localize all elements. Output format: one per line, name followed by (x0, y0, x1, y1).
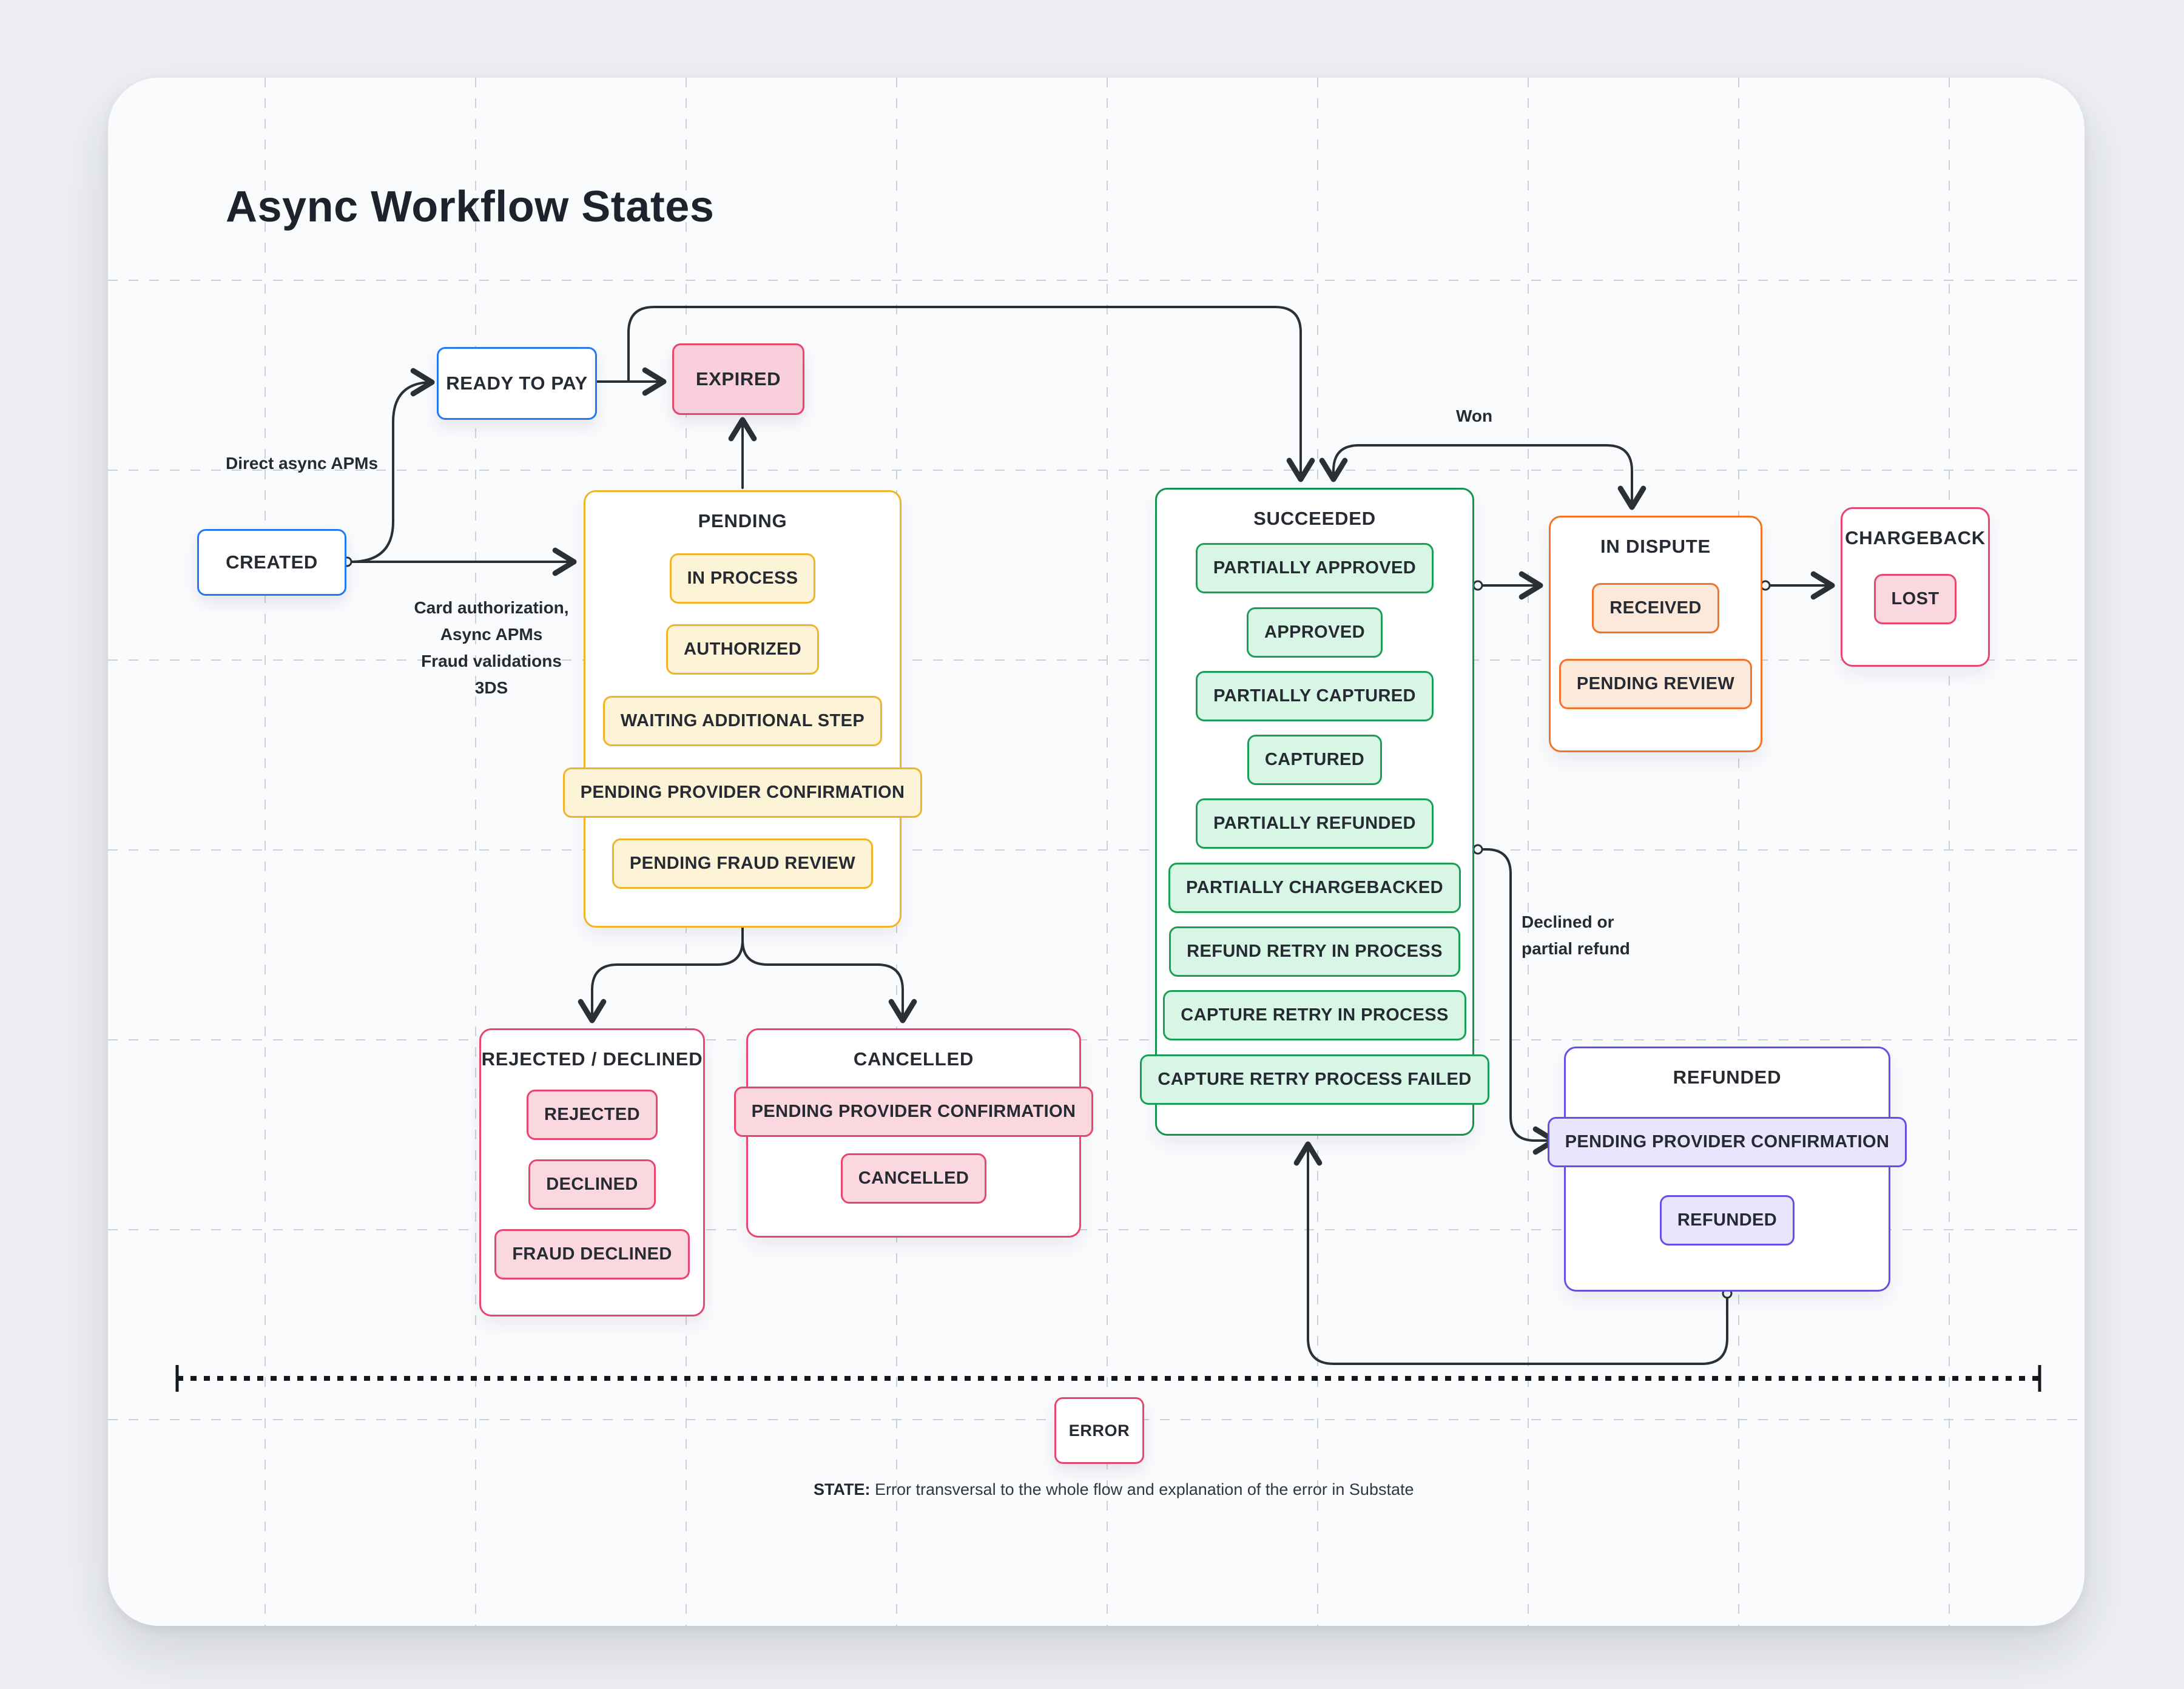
group-rejected-declined: REJECTED / DECLINED REJECTED DECLINED FR… (479, 1028, 705, 1316)
state-authorized: AUTHORIZED (666, 624, 820, 675)
state-lost: LOST (1873, 574, 1957, 624)
group-chargeback-title: CHARGEBACK (1845, 527, 1986, 548)
dot-succeeded-right (1472, 580, 1483, 591)
state-partially-refunded: PARTIALLY REFUNDED (1196, 798, 1434, 849)
state-received: RECEIVED (1592, 583, 1719, 633)
state-pending-review: PENDING REVIEW (1559, 659, 1753, 709)
state-approved: APPROVED (1247, 607, 1383, 658)
group-chargeback-items: LOST (1853, 549, 1977, 649)
state-cancelled: CANCELLED (840, 1153, 987, 1204)
label-card-authorization: Card authorization, (414, 598, 569, 617)
state-ready-to-pay: READY TO PAY (437, 347, 597, 420)
state-refunded: REFUNDED (1659, 1195, 1795, 1246)
group-rejected-declined-title: REJECTED / DECLINED (481, 1048, 703, 1070)
label-won: Won (1456, 406, 1493, 425)
group-in-dispute-items: RECEIVED PENDING REVIEW (1559, 558, 1753, 735)
edge-created-readytopay (349, 368, 435, 563)
group-succeeded: SUCCEEDED PARTIALLY APPROVED APPROVED PA… (1140, 488, 1489, 1136)
label-partial-refund: partial refund (1522, 939, 1630, 958)
group-pending-title: PENDING (698, 510, 787, 531)
state-refund-retry-in-process: REFUND RETRY IN PROCESS (1169, 926, 1460, 977)
state-expired-label: EXPIRED (695, 368, 781, 389)
edge-pending-cancelled (741, 926, 917, 1023)
state-pending-provider-confirmation: PENDING PROVIDER CONFIRMATION (562, 767, 923, 818)
state-partially-captured: PARTIALLY CAPTURED (1196, 670, 1434, 721)
edge-refunded-succeeded (1293, 1141, 1728, 1365)
group-pending: PENDING IN PROCESS AUTHORIZED WAITING AD… (562, 490, 923, 928)
label-declined-or: Declined or (1522, 912, 1614, 931)
grid (108, 78, 2085, 1626)
edge-won (1319, 444, 1646, 510)
group-cancelled-title: CANCELLED (853, 1048, 974, 1070)
label-async-apms: Async APMs (440, 625, 543, 644)
state-partially-approved: PARTIALLY APPROVED (1195, 543, 1434, 594)
state-expired: EXPIRED (672, 343, 804, 415)
group-chargeback: CHARGEBACK LOST (1841, 507, 1990, 667)
state-capture-retry-in-process: CAPTURE RETRY IN PROCESS (1163, 990, 1466, 1041)
label-declined-or-partial-refund: Declined or partial refund (1522, 909, 1630, 962)
state-capture-retry-process-failed: CAPTURE RETRY PROCESS FAILED (1140, 1054, 1489, 1105)
dot-succeeded-refund (1472, 844, 1483, 855)
dot-indispute-right (1760, 580, 1771, 591)
state-waiting-additional-step: WAITING ADDITIONAL STEP (602, 695, 883, 746)
state-rejected: REJECTED (527, 1090, 658, 1140)
state-pending-fraud-review: PENDING FRAUD REVIEW (612, 838, 874, 889)
group-cancelled: CANCELLED PENDING PROVIDER CONFIRMATION … (733, 1028, 1094, 1238)
group-in-dispute: IN DISPUTE RECEIVED PENDING REVIEW (1549, 516, 1762, 752)
group-rejected-declined-items: REJECTED DECLINED FRAUD DECLINED (492, 1070, 692, 1299)
group-refunded: REFUNDED PENDING PROVIDER CONFIRMATION R… (1547, 1047, 1907, 1292)
edge-succeeded-refunded (1478, 848, 1557, 1155)
label-fraud-validations: Fraud validations (421, 652, 562, 670)
state-fraud-declined: FRAUD DECLINED (494, 1229, 690, 1279)
edge-readytopay-succeeded (627, 306, 1315, 482)
footer-note-text: Error transversal to the whole flow and … (875, 1480, 1414, 1499)
group-succeeded-title: SUCCEEDED (1253, 508, 1376, 529)
footer-note-label: STATE: (814, 1480, 871, 1499)
state-refunded-pending-provider-confirmation: PENDING PROVIDER CONFIRMATION (1547, 1116, 1907, 1167)
diagram-card (108, 78, 2085, 1626)
label-created-to-pending: Card authorization, Async APMs Fraud val… (364, 595, 619, 701)
group-pending-items: IN PROCESS AUTHORIZED WAITING ADDITIONAL… (562, 532, 923, 910)
state-error: ERROR (1054, 1397, 1144, 1464)
state-cancelled-pending-provider-confirmation: PENDING PROVIDER CONFIRMATION (733, 1087, 1094, 1137)
state-error-label: ERROR (1068, 1421, 1130, 1440)
group-refunded-title: REFUNDED (1673, 1067, 1782, 1088)
group-cancelled-items: PENDING PROVIDER CONFIRMATION CANCELLED (733, 1070, 1094, 1220)
state-ready-to-pay-label: READY TO PAY (446, 373, 588, 394)
edge-pending-rejected (578, 926, 744, 1023)
label-3ds: 3DS (474, 678, 508, 697)
page-title: Async Workflow States (226, 183, 715, 231)
state-created: CREATED (197, 529, 346, 596)
state-created-label: CREATED (226, 551, 318, 573)
state-declined: DECLINED (528, 1159, 656, 1210)
group-refunded-items: PENDING PROVIDER CONFIRMATION REFUNDED (1547, 1088, 1907, 1274)
group-succeeded-items: PARTIALLY APPROVED APPROVED PARTIALLY CA… (1140, 530, 1489, 1118)
label-direct-async-apms: Direct async APMs (226, 454, 379, 473)
footer-note: STATE: Error transversal to the whole fl… (814, 1480, 1414, 1499)
state-in-process: IN PROCESS (669, 553, 816, 604)
state-captured: CAPTURED (1247, 735, 1383, 786)
state-partially-chargebacked: PARTIALLY CHARGEBACKED (1168, 862, 1461, 913)
group-in-dispute-title: IN DISPUTE (1600, 536, 1711, 557)
